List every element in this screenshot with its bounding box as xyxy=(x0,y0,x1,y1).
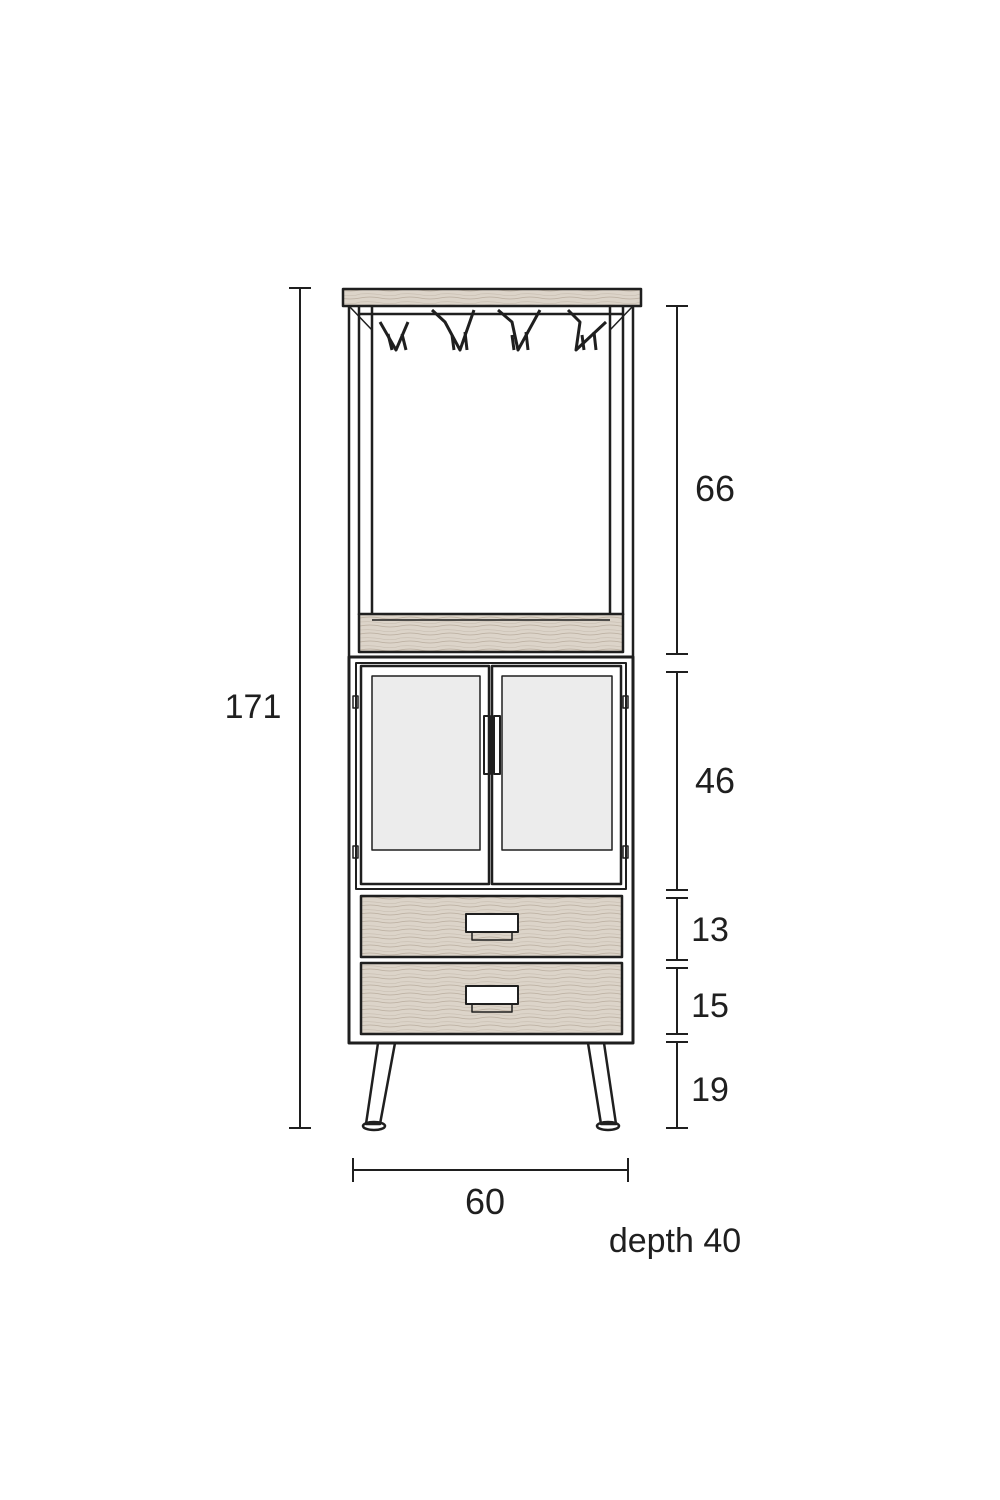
open-shelf-height-label: 66 xyxy=(695,468,735,509)
left-leg xyxy=(364,1041,397,1126)
left-door-handle xyxy=(483,715,491,775)
leg-height-label: 19 xyxy=(691,1071,729,1109)
right-door xyxy=(490,664,623,886)
right-door-handle xyxy=(493,715,501,775)
top-board xyxy=(341,287,643,308)
total-height-label: 171 xyxy=(225,688,282,726)
lower-drawer-height-label: 15 xyxy=(691,987,729,1025)
cabinet-drawing xyxy=(341,287,643,1132)
glass-holder-rack xyxy=(378,308,608,352)
lower-drawer-handle xyxy=(465,985,519,1005)
legs xyxy=(361,1041,621,1132)
upper-drawer-handle xyxy=(465,913,519,933)
door-section-height-label: 46 xyxy=(695,760,735,801)
upper-drawer-height-label: 13 xyxy=(691,911,729,949)
drawers xyxy=(359,894,624,1036)
depth-label: depth 40 xyxy=(609,1222,741,1260)
dimension-lines xyxy=(289,287,688,1182)
width-label: 60 xyxy=(465,1181,505,1222)
right-leg xyxy=(586,1041,618,1126)
lower-cabinet-body xyxy=(347,655,635,1045)
glass-doors xyxy=(352,664,629,886)
upper-frame xyxy=(347,305,635,660)
dimension-labels: 171 66 46 13 15 19 60 depth 40 xyxy=(225,468,742,1260)
left-door-glass xyxy=(371,675,481,851)
right-door-glass xyxy=(501,675,613,851)
